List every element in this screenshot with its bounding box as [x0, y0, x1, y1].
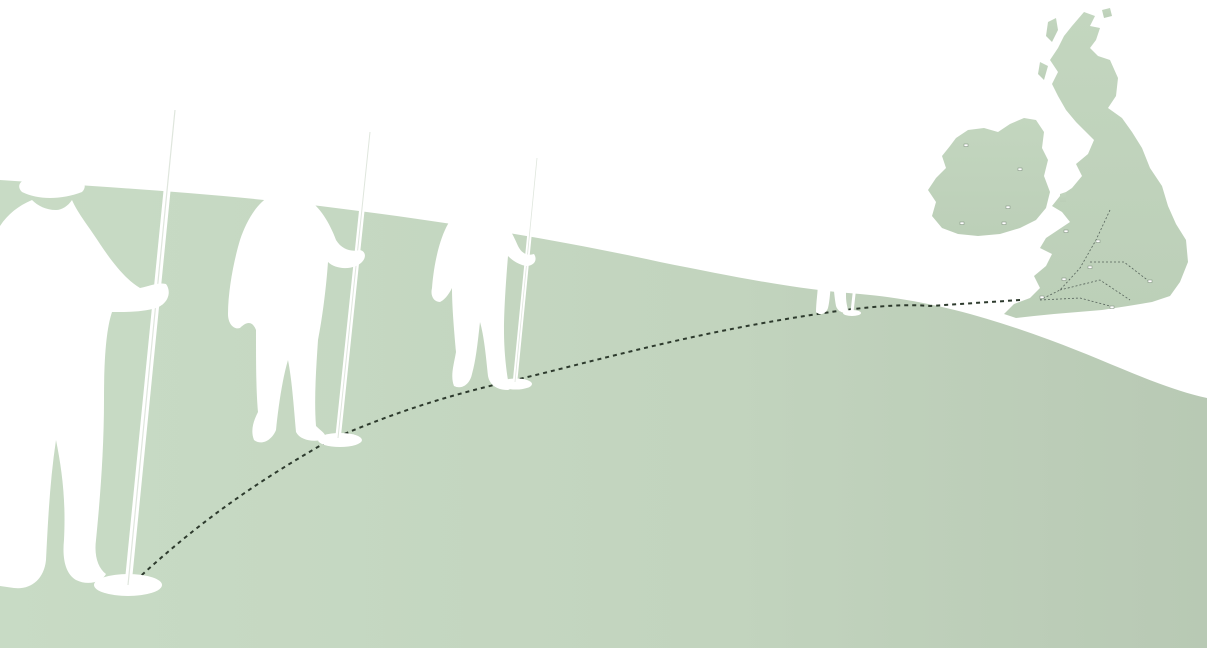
west-isles: [1038, 62, 1048, 80]
orkney-islands: [1102, 8, 1112, 18]
isle-of-man: [1060, 192, 1066, 202]
british-isles-map: [928, 8, 1188, 318]
ireland-landmass: [928, 118, 1050, 236]
hebrides-islands: [1046, 18, 1058, 42]
walking-staff-4: [852, 188, 866, 312]
green-hillside: [0, 180, 1207, 648]
